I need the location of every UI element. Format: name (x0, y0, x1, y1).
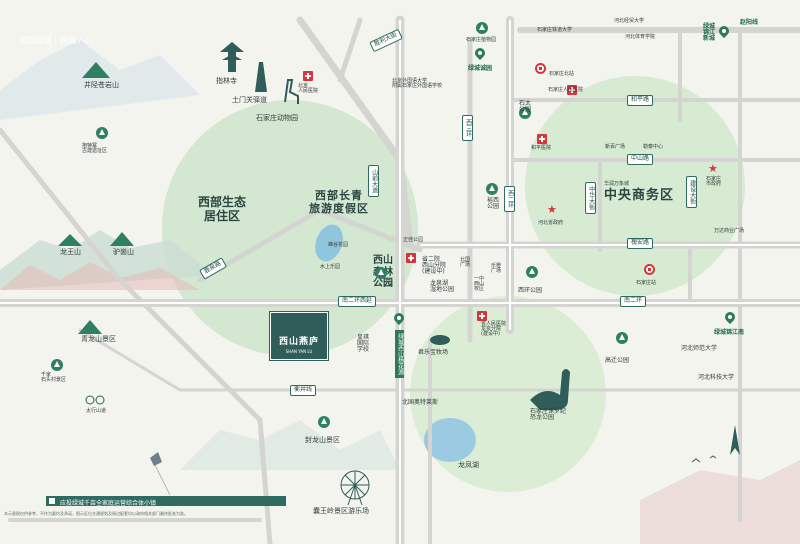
project-name: 西山燕庐 (278, 337, 319, 347)
pin-icon[interactable] (724, 312, 736, 328)
poi-shijiazhuang-st: 石家庄站 (636, 280, 657, 286)
poi-baoyun: 抱犊寨 古建遗址区 (82, 143, 108, 154)
poi-yuxi-park: 裕西 公园 (487, 197, 500, 210)
poi-huangqi: 皇琪 国际 学校 (357, 334, 370, 353)
poi-shijiazhuang-north: 石家庄北站 (549, 71, 575, 77)
zone-west-eco: 西部生态 居住区 (198, 195, 247, 223)
railway-station-icon (644, 264, 655, 275)
pin-jiangnan[interactable]: 绿城锦江南 (714, 329, 745, 336)
park-icon (96, 127, 108, 139)
hospital-icon (567, 85, 577, 95)
park-icon (486, 183, 498, 195)
road-xisan: 西三环 (462, 115, 473, 141)
poi-beiwai: 北京外国语大学 附属石家庄外国语学校 (392, 78, 443, 89)
pin-shenglong[interactable]: 绿城 锦江 新城 (703, 23, 716, 42)
hospital-icon (477, 311, 487, 321)
poi-zhilin: 指林寺 (216, 77, 237, 85)
legend-text: 应投绿城千亩全家庭运营综合体小镇 (60, 500, 157, 507)
road-xier: 西二环 (504, 186, 515, 212)
poi-junlebao: 君乐宝牧场 (418, 349, 449, 356)
poi-shi-gov: 石家庄 市政府 (706, 176, 722, 187)
road-shenglong-label: 赵阳线 (740, 19, 759, 26)
road-hengjing: 衡井线 (290, 385, 317, 396)
poi-xihuan-park: 西环公园 (518, 287, 543, 294)
poi-railway-school: 石家庄铁道大学 (537, 27, 573, 33)
road-zhonghua: 中华大街 (585, 182, 596, 214)
poi-tumenguan: 土门关驿道 (232, 96, 267, 104)
poi-gaoqian-park: 高迁公园 (605, 357, 630, 364)
hospital-icon (303, 71, 313, 81)
poi-ferris: 囊王岭景区游乐场 (313, 507, 369, 515)
poi-hebei-gov: 河北省政府 (538, 220, 564, 226)
project-sub: SHAN YAN LU (285, 349, 313, 354)
poi-dedong: 勒泰中心 (643, 144, 664, 150)
poi-sheng-people-hosp: 省人民医院 龙泉分院 (建设中) (481, 321, 507, 337)
park-icon (519, 107, 531, 119)
poi-zheng-park: 正佳公园 (403, 237, 424, 243)
poi-people-hosp: 北京 人民医院 (298, 83, 319, 94)
poi-longfenghu: 龙凤湖 (458, 461, 479, 469)
pin-xishan-yang[interactable]: 绿城西山杨花源 (395, 330, 404, 378)
poi-heping-hosp: 和平医院 (531, 145, 552, 151)
poi-jingcang: 井陉苍岩山 (84, 81, 119, 89)
poi-shanhu: 峰谷花园 (328, 242, 349, 248)
road-nan-er-east: 南二环 (620, 296, 647, 307)
poi-fenglong: 封龙山景区 (305, 436, 340, 444)
legend: 应投绿城千亩全家庭运营综合体小镇 (46, 496, 286, 507)
park-icon (375, 267, 387, 279)
gov-star-icon: ★ (708, 162, 718, 175)
road-huaian: 槐安路 (627, 238, 654, 249)
project-marker[interactable]: 西山燕庐 SHAN YAN LU (270, 312, 328, 360)
poi-jing-dept: 河北经贸大学 (614, 18, 645, 24)
poi-wanda: 万达商业广场 (714, 228, 745, 234)
poi-shishan: 水上乐园 (320, 264, 341, 270)
poi-people-hosp2: 石家庄人民医院 (548, 87, 584, 93)
poi-shijia: 千家 石头村景区 (41, 372, 67, 383)
poi-keji: 河北科技大学 (698, 374, 735, 381)
poi-aote: 北国奥特莱斯 (402, 399, 439, 406)
poi-beiyuan: 北国 广场 (460, 257, 471, 268)
poi-baoli-shan: 驴崮山 (113, 248, 134, 256)
road-shanqian: 山前大道 (368, 165, 379, 197)
park-icon (318, 416, 330, 428)
poi-longquanhu: 龙泉湖 湿地公园 (430, 280, 455, 293)
road-jianshe: 建设大街 (686, 176, 697, 208)
poi-qinglong: 青龙山景区 (81, 335, 116, 343)
poi-zoo: 石家庄动物园 (256, 114, 298, 122)
poi-yiyuan: 省二院 西山分院 (建设中) (422, 256, 447, 275)
legend-swatch (49, 498, 55, 504)
hospital-icon (406, 253, 416, 263)
poi-yizhong: 一中 西山 校区 (474, 276, 485, 292)
pin-icon[interactable] (474, 48, 486, 64)
pin-cheng-gardens[interactable]: 绿城诚园 (468, 65, 493, 72)
pin-icon[interactable] (393, 313, 405, 329)
railway-station-icon (535, 63, 546, 74)
zone-west-resort: 西部长青 旅游度假区 (309, 189, 369, 215)
road-nan-er-west: 南二环西延 (338, 296, 377, 307)
poi-shitai-park: 石太 公园 (519, 100, 532, 113)
park-icon (51, 359, 63, 371)
poi-longwang: 龙王山 (60, 248, 81, 256)
brand-logo: 河北绿城 | 绿城 / 小 (20, 36, 92, 45)
park-icon (476, 22, 488, 34)
poi-suo-park: 石家庄植物园 (466, 37, 497, 43)
park-icon (616, 332, 628, 344)
poi-taiping: 太行山道 (86, 408, 107, 414)
zone-cbd: 中央商务区 (604, 188, 675, 203)
park-icon (526, 266, 538, 278)
gov-star-icon: ★ (547, 203, 557, 216)
hospital-icon (537, 134, 547, 144)
poi-huarun: 华润万象城 (604, 181, 630, 187)
poi-leshi: 乐橙 广场 (491, 263, 502, 274)
poi-tiyu: 河北体育学院 (625, 34, 656, 40)
pin-icon[interactable] (718, 26, 730, 42)
road-zhongshan: 中山路 (627, 154, 654, 165)
footnote: 本示意图仅供参考，不作为要约及承诺，图示区位交通规划及周边配套均以政府相关部门最… (4, 511, 188, 516)
poi-dinosaur: 石家庄侏罗纪 恐龙公园 (530, 408, 567, 421)
poi-xinbai: 新百广场 (605, 144, 626, 150)
poi-shifan: 河北师范大学 (681, 345, 718, 352)
road-heping: 和平路 (627, 95, 654, 106)
